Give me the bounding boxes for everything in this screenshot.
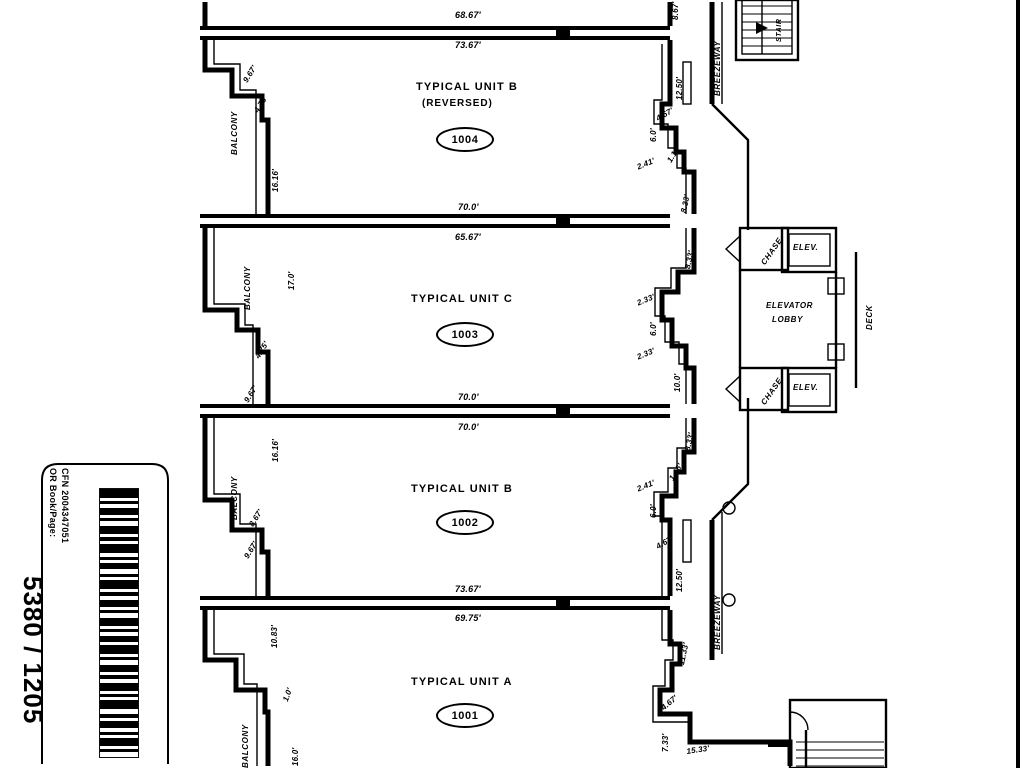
breezeway-upper [709,2,750,230]
unit-badge-1002: 1002 [436,510,494,535]
dim-r-u4-d: 6.0' [649,128,658,142]
dim-r-u2-f: 12.50' [675,568,684,592]
recording-stamp: CFN 2004347051 OR Book/Page: 5380 / 1205 [18,458,175,768]
unit-subtitle-1004: (REVERSED) [422,98,493,109]
book-page-value: 5380 / 1205 [18,576,48,725]
balcony-outline-1004 [202,2,271,214]
demising-wall-1002-1001 [200,596,670,610]
dim-r-u1-c: 7.33' [661,733,670,752]
balcony-outline-1001 [202,610,271,766]
unit-badge-1003: 1003 [436,322,494,347]
breezeway-label-upper: BREEZEWAY [713,40,722,96]
deck-label: DECK [865,304,874,330]
breezeway-posts [722,501,736,607]
unit-title-1003: TYPICAL UNIT C [411,293,513,305]
unit-number-1003: 1003 [451,328,479,341]
core-upper [724,226,838,274]
stair-label: STAIR [776,18,783,42]
dim-r-u2-d: 6.0' [649,504,658,518]
unit-number-1004: 1004 [451,133,479,146]
cfn-number: CFN 2004347051 [60,468,70,544]
dim-r-u4-a: 8.67' [671,1,680,20]
unit-east-wall-1004 [653,2,697,214]
dim-h1-lower: 73.67' [455,40,481,50]
breezeway-lower [709,398,750,660]
balcony-label-1003: BALCONY [243,266,252,310]
window-openings [682,61,692,563]
dim-r-u3-e: 10.0' [673,373,682,392]
core-lower [724,366,838,414]
elevator-lobby-line2: LOBBY [772,315,803,324]
recording-stamp-frame [41,463,169,764]
elevator-label-lower: ELEV. [793,383,819,392]
dim-h3-upper: 70.0' [458,392,479,402]
elevator-lobby-line1: ELEVATOR [766,301,814,310]
dim-r-u3-c: 6.0' [649,322,658,336]
elevator-lobby-box [738,270,845,368]
dim-l-b4-c: 16.16' [271,168,280,192]
balcony-label-1001: BALCONY [241,724,250,768]
dim-h4-upper: 73.67' [455,584,481,594]
dim-h4-lower: 69.75' [455,613,481,623]
dim-l-b2-a: 16.16' [271,438,280,462]
balcony-label-1004: BALCONY [230,111,239,155]
recording-barcode [99,488,139,758]
unit-title-1004: TYPICAL UNIT B [416,81,518,93]
demising-wall-1004-1003 [200,214,670,228]
dim-l-b3-a: 17.0' [287,271,296,290]
unit-number-1002: 1002 [451,516,479,529]
balcony-outline-1002 [202,418,271,596]
unit-badge-1004: 1004 [436,127,494,152]
unit-title-1001: TYPICAL UNIT A [411,676,513,688]
unit-east-wall-1003 [654,228,697,404]
dim-l-b1-a: 10.83' [270,624,279,648]
unit-title-1002: TYPICAL UNIT B [411,483,513,495]
demising-wall-1003-1002 [200,404,670,418]
unit-east-wall-1002 [653,418,697,596]
dim-h2-upper: 70.0' [458,202,479,212]
dim-l-b1-c: 16.0' [291,747,300,766]
stair-top-right [734,0,800,62]
or-book-page-label: OR Book/Page: [48,468,58,538]
dim-h1-upper: 68.67' [455,10,481,20]
breezeway-label-lower: BREEZEWAY [713,594,722,650]
demising-wall-top [200,26,670,40]
elevator-label-upper: ELEV. [793,243,819,252]
stair-bottom-right [768,698,888,768]
page-edge-right [1016,0,1020,768]
dim-h3-lower: 70.0' [458,422,479,432]
dim-r-u4-b: 12.50' [675,76,684,100]
dim-h2-lower: 65.67' [455,232,481,242]
unit-badge-1001: 1001 [436,703,494,728]
balcony-label-1002: BALCONY [230,476,239,520]
balcony-outline-1003 [202,228,271,404]
unit-number-1001: 1001 [451,709,479,722]
